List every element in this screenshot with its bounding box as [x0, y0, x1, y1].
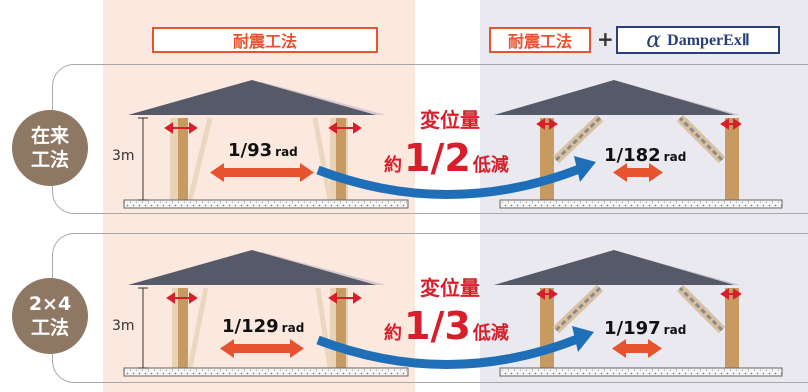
- badge-line1: 2×4: [28, 293, 72, 315]
- value-text: 1/129: [222, 316, 279, 337]
- ratio-suffix: 低減: [472, 155, 509, 176]
- reduction-arrow-row2: [316, 333, 582, 369]
- alpha-symbol: α: [646, 27, 662, 53]
- damper-name: DamperExⅡ: [667, 32, 750, 49]
- house-right-row2: [494, 250, 783, 377]
- house-left-row1: [123, 80, 409, 209]
- value-text: 1/182: [604, 145, 661, 166]
- unit-text: rad: [663, 323, 687, 337]
- house-left-row2: [123, 250, 409, 377]
- damper-logo: α DamperExⅡ: [616, 26, 780, 54]
- damper-panel-background: [480, 0, 808, 392]
- badge-line2: 工法: [30, 149, 69, 171]
- reduction-arrowhead-row2: [572, 326, 594, 352]
- conventional-panel-background: [103, 0, 415, 392]
- ratio-prefix: 約: [384, 155, 402, 176]
- reduction-arrow-row1: [316, 163, 584, 199]
- house-right-row1: [494, 80, 783, 209]
- displacement-arrow-left-row2: [220, 339, 304, 358]
- value-text: 1/197: [604, 318, 661, 339]
- height-label: 3m: [112, 318, 135, 334]
- ratio-suffix: 低減: [472, 323, 509, 344]
- badge-line1: 在来: [30, 125, 69, 147]
- header-right-method-label: 耐震工法: [489, 27, 591, 53]
- reduction-title-row2: 変位量: [420, 276, 480, 300]
- unit-text: rad: [275, 145, 298, 159]
- reduction-arrowhead-row1: [574, 156, 596, 182]
- unit-text: rad: [663, 150, 687, 164]
- displacement-arrow-right-row1: [613, 163, 663, 182]
- ratio-value: 1/3: [404, 304, 471, 348]
- header-left-method-label: 耐震工法: [152, 27, 378, 53]
- ratio-prefix: 約: [384, 323, 402, 344]
- badge-line2: 工法: [30, 317, 69, 339]
- method-badge-conventional: 在来工法: [12, 110, 88, 186]
- height-label: 3m: [112, 148, 135, 164]
- unit-text: rad: [281, 321, 305, 335]
- value-text: 1/93: [228, 140, 273, 161]
- reduction-title-row1: 変位量: [420, 108, 480, 132]
- ratio-value: 1/2: [404, 136, 471, 180]
- displacement-arrow-right-row2: [612, 339, 662, 358]
- plus-sign: +: [597, 27, 614, 51]
- displacement-arrow-left-row1: [210, 163, 314, 182]
